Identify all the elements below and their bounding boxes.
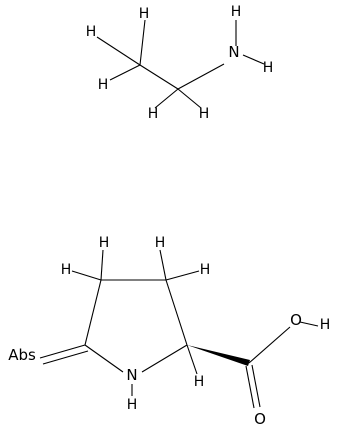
atom-h: H xyxy=(263,60,274,76)
atom-h: H xyxy=(86,24,97,40)
ring-bond-c3-c2 xyxy=(165,279,188,346)
bond-c2-h xyxy=(186,344,198,375)
carboxyl-double-bond xyxy=(245,365,255,409)
bond-c2-n xyxy=(177,63,225,90)
atom-h: H xyxy=(127,397,138,413)
bond-c1-h xyxy=(96,36,141,66)
bond-c4-h xyxy=(71,270,102,281)
pyroglutamic-bonds xyxy=(39,249,319,409)
atom-o-hydroxyl: O xyxy=(290,311,302,329)
atom-n-ring: N xyxy=(126,366,137,384)
atom-h: H xyxy=(139,6,150,22)
bond-c3-h xyxy=(165,270,200,281)
pyroglutamic-labels: H H H H Abs N H H O H O xyxy=(8,235,330,428)
bond-o-h xyxy=(299,321,319,327)
atom-h: H xyxy=(155,235,166,251)
bond-c1-c2 xyxy=(139,64,179,90)
ring-bond-c2-n xyxy=(141,344,188,373)
atom-h: H xyxy=(199,106,210,122)
atom-keto-oxygen: Abs xyxy=(8,346,36,364)
ring-bond-c5-c4 xyxy=(84,279,102,346)
bond-c1-h xyxy=(109,64,141,81)
bond-c3-h xyxy=(159,249,167,281)
ring-bond-n-c5 xyxy=(84,344,124,373)
bond-c-oh xyxy=(248,326,291,364)
keto-double-bond xyxy=(39,344,86,359)
ethylamine-bonds xyxy=(96,19,265,109)
bond-c2-h xyxy=(154,88,179,109)
bond-c1-h xyxy=(139,19,146,66)
atom-o-carbonyl: O xyxy=(254,410,266,428)
bond-n-h xyxy=(242,54,265,65)
ethylamine-labels: H H H H H N H H xyxy=(86,4,274,122)
atom-h: H xyxy=(200,262,211,278)
atom-n: N xyxy=(228,43,239,61)
atom-h: H xyxy=(320,317,331,333)
atom-h: H xyxy=(99,235,110,251)
atom-h: H xyxy=(98,77,109,93)
atom-h: H xyxy=(194,374,205,390)
keto-double-bond xyxy=(42,350,89,365)
atom-h: H xyxy=(231,4,242,20)
bond-c4-h xyxy=(100,249,104,281)
bond-c2-h xyxy=(177,88,202,109)
wedge-bond xyxy=(187,345,250,366)
atom-h: H xyxy=(148,106,159,122)
carboxyl-double-bond xyxy=(251,364,261,408)
atom-h: H xyxy=(61,262,72,278)
